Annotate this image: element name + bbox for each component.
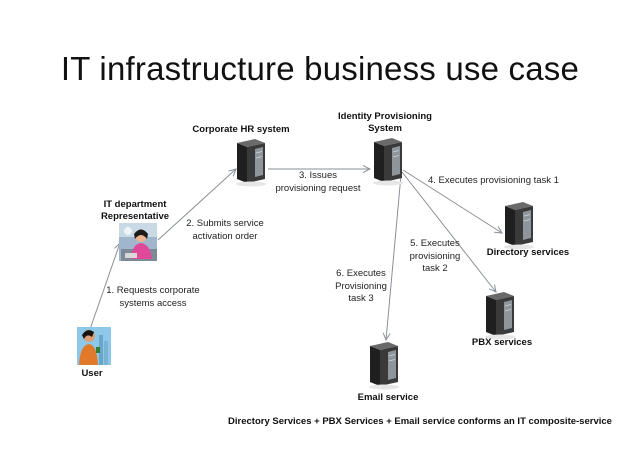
hr-server-icon[interactable] bbox=[233, 137, 269, 187]
step-3-line1: 3. Issues bbox=[298, 170, 338, 181]
step-5-line2: provisioning bbox=[409, 250, 461, 262]
it-rep-label: IT department Representative bbox=[95, 199, 175, 223]
step-5-line1: 5. Executes bbox=[410, 238, 460, 249]
step-2-label: 2. Submits service activation order bbox=[180, 218, 270, 243]
step-4-label: 4. Executes provisioning task 1 bbox=[428, 175, 568, 188]
step-5-label: 5. Executes provisioning task 2 bbox=[400, 238, 470, 276]
pbx-server-icon[interactable] bbox=[482, 290, 518, 340]
arrow-step-4 bbox=[402, 169, 502, 233]
step-6-label: 6. Executes Provisioning task 3 bbox=[328, 268, 394, 306]
composite-service-note: Directory Services + PBX Services + Emai… bbox=[228, 416, 612, 427]
step-1-line2: systems access bbox=[119, 297, 187, 309]
arrow-step-6 bbox=[386, 174, 402, 340]
step-2-line1: 2. Submits service bbox=[186, 218, 264, 229]
email-service-label: Email service bbox=[357, 392, 419, 403]
step-4-line1: 4. Executes provisioning task 1 bbox=[428, 175, 559, 186]
idp-label-line2: System bbox=[368, 123, 402, 134]
page-title: IT infrastructure business use case bbox=[60, 50, 580, 87]
arrow-step-1 bbox=[87, 243, 120, 336]
user-label: User bbox=[81, 368, 103, 379]
step-3-label: 3. Issues provisioning request bbox=[268, 170, 368, 195]
idp-system-label: Identity Provisioning System bbox=[320, 111, 450, 135]
step-1-line1: 1. Requests corporate bbox=[106, 285, 200, 296]
step-3-line2: provisioning request bbox=[275, 182, 361, 194]
hr-system-label: Corporate HR system bbox=[192, 124, 290, 135]
email-server-icon[interactable] bbox=[366, 340, 402, 390]
step-6-line3: task 3 bbox=[348, 293, 374, 304]
step-1-label: 1. Requests corporate systems access bbox=[98, 285, 208, 310]
it-rep-label-line2: Representative bbox=[100, 211, 170, 222]
pbx-services-label: PBX services bbox=[471, 337, 533, 348]
step-2-line2: activation order bbox=[192, 230, 258, 242]
it-rep-person-icon[interactable] bbox=[119, 223, 157, 261]
arrow-step-2 bbox=[157, 169, 236, 241]
step-5-line3: task 2 bbox=[422, 263, 448, 274]
arrow-step-5 bbox=[401, 171, 496, 292]
idp-label-line1: Identity Provisioning bbox=[338, 111, 432, 122]
idp-server-icon[interactable] bbox=[370, 136, 406, 186]
directory-services-label: Directory services bbox=[486, 247, 570, 258]
user-person-icon[interactable] bbox=[77, 327, 111, 365]
directory-server-icon[interactable] bbox=[501, 200, 537, 250]
it-rep-label-line1: IT department bbox=[103, 199, 167, 210]
step-6-line1: 6. Executes bbox=[336, 268, 386, 279]
step-6-line2: Provisioning bbox=[335, 280, 387, 292]
